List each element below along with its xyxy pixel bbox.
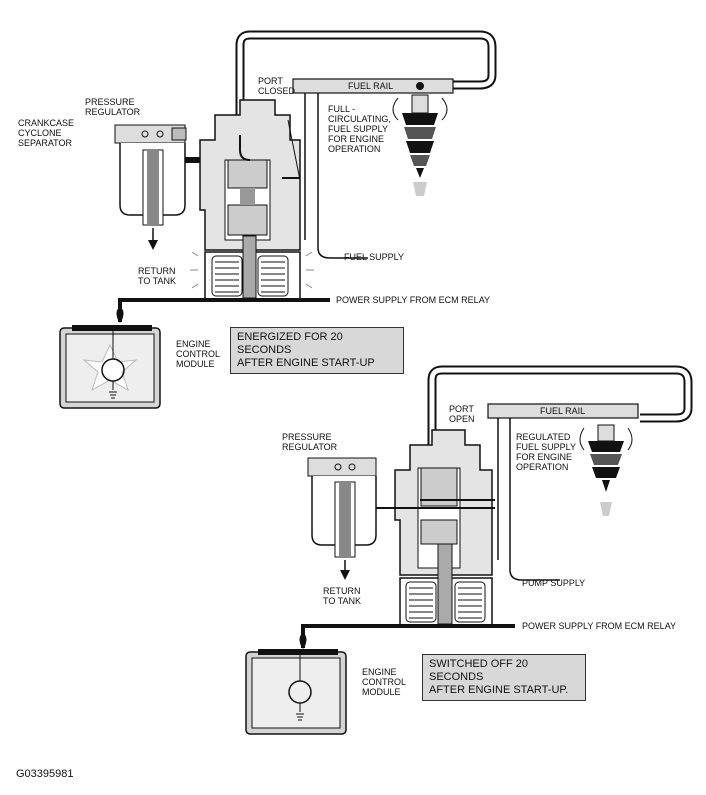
top-status-box: ENERGIZED FOR 20 SECONDS AFTER ENGINE ST…	[230, 327, 404, 374]
bottom-port-open-label: PORT OPEN	[449, 404, 475, 424]
bottom-engine-control-module-label: ENGINE CONTROL MODULE	[362, 667, 407, 697]
bottom-pump-supply-label: PUMP SUPPLY	[522, 578, 586, 588]
bottom-power-supply-label: POWER SUPPLY FROM ECM RELAY	[522, 621, 677, 631]
top-pressure-regulator	[114, 124, 200, 250]
top-power-wire	[118, 298, 330, 322]
top-rail-junction	[416, 82, 424, 90]
bottom-power-wire	[301, 624, 515, 648]
bottom-regulator-housing	[350, 429, 495, 576]
top-solenoid	[190, 235, 314, 301]
bottom-assembly	[245, 365, 693, 735]
top-crankcase-separator-label: CRANKCASE CYCLONE SEPARATOR	[18, 118, 75, 148]
bottom-pressure-regulator-label: PRESSURE REGULATOR	[282, 432, 338, 452]
top-port-closed-label: PORT CLOSED	[258, 76, 296, 96]
bottom-regulated-label: REGULATED FUEL SUPPLY FOR ENGINE OPERATI…	[516, 432, 577, 472]
bottom-status-box: SWITCHED OFF 20 SECONDS AFTER ENGINE STA…	[422, 654, 586, 701]
bottom-ecm	[245, 649, 347, 735]
top-return-to-tank-label: RETURN TO TANK	[138, 266, 177, 286]
top-full-circulating-label: FULL - CIRCULATING, FUEL SUPPLY FOR ENGI…	[328, 104, 391, 154]
top-supply-line	[304, 93, 368, 259]
top-injector	[392, 94, 448, 196]
top-pressure-regulator-label: PRESSURE REGULATOR	[85, 97, 141, 117]
bottom-injector	[579, 424, 633, 516]
bottom-fuel-rail	[487, 403, 639, 419]
top-regulator-housing	[199, 99, 301, 251]
top-ecm	[59, 325, 161, 409]
figure-id: G03395981	[16, 768, 74, 780]
top-engine-control-module-label: ENGINE CONTROL MODULE	[176, 339, 221, 369]
bottom-fuel-rail-label: FUEL RAIL	[540, 406, 586, 416]
bottom-pressure-regulator	[307, 457, 377, 580]
top-fuel-rail-label: FUEL RAIL	[348, 81, 394, 91]
bottom-return-to-tank-label: RETURN TO TANK	[323, 586, 362, 606]
top-power-supply-label: POWER SUPPLY FROM ECM RELAY	[336, 295, 491, 305]
top-fuel-supply-label: FUEL SUPPLY	[344, 252, 405, 262]
bottom-supply-line	[497, 418, 560, 581]
top-assembly	[59, 30, 497, 409]
top-fuel-rail	[292, 78, 454, 94]
